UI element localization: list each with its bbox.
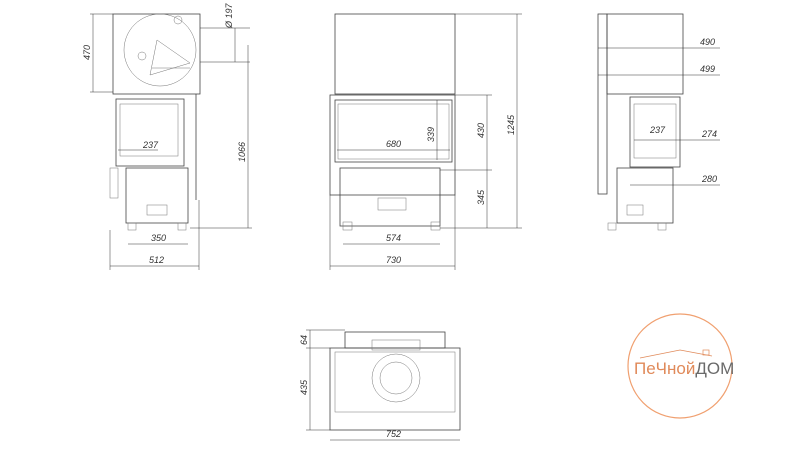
dim-339: 339 xyxy=(426,127,436,142)
plan-view xyxy=(329,331,461,431)
dim-435: 435 xyxy=(299,379,309,395)
dim-680: 680 xyxy=(386,139,401,149)
dim-470: 470 xyxy=(82,45,92,60)
dim-350: 350 xyxy=(151,233,166,243)
dim-280: 280 xyxy=(701,174,717,184)
dim-1066: 1066 xyxy=(237,142,247,162)
logo-text-part2: ДОМ xyxy=(695,359,734,378)
dim-345: 345 xyxy=(476,189,486,205)
dim-flue-diameter: Ø 197 xyxy=(224,2,234,29)
dim-237-left: 237 xyxy=(142,140,159,150)
right-side-dimensions: 490 499 237 274 280 xyxy=(598,37,720,186)
dim-499: 499 xyxy=(700,64,715,74)
dim-237-right: 237 xyxy=(649,125,666,135)
dim-490: 490 xyxy=(700,37,715,47)
front-view xyxy=(329,13,456,231)
dim-574: 574 xyxy=(386,233,401,243)
dim-64: 64 xyxy=(299,335,309,345)
dim-274: 274 xyxy=(701,129,717,139)
dim-1245: 1245 xyxy=(506,114,516,135)
svg-text:ПеЧнойДОМ: ПеЧнойДОМ xyxy=(634,359,734,378)
dim-430: 430 xyxy=(476,123,486,138)
left-side-view xyxy=(109,13,201,231)
front-dimensions: 339 680 430 345 1245 574 730 xyxy=(329,13,522,270)
dim-752: 752 xyxy=(386,429,401,439)
dim-512: 512 xyxy=(149,255,164,265)
plan-dimensions: 64 435 752 xyxy=(299,329,460,441)
left-side-dimensions: 470 Ø 197 1066 237 350 512 xyxy=(82,2,252,270)
logo-text-part1: ПеЧной xyxy=(634,359,695,378)
pechnoy-dom-logo: ПеЧнойДОМ xyxy=(627,313,734,419)
right-side-view xyxy=(597,13,684,231)
dim-730: 730 xyxy=(386,255,401,265)
